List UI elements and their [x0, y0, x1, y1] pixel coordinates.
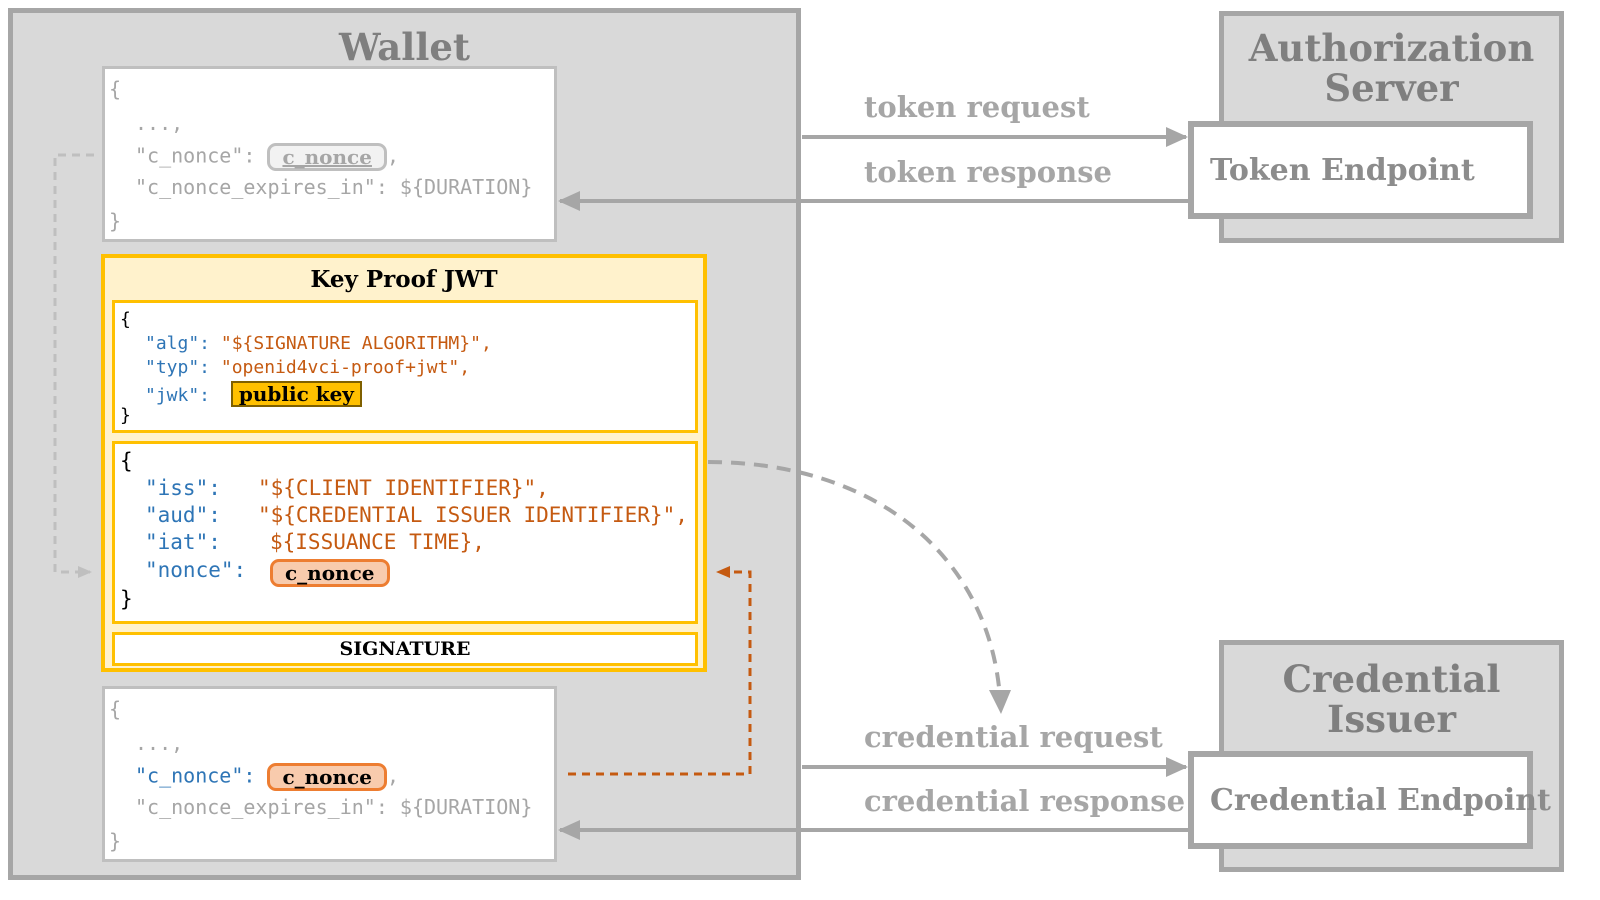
jwt-nonce-key: "nonce":	[145, 558, 247, 582]
jwt-iat-key: "iat":	[145, 530, 221, 554]
token-json-ellipsis: ...,	[135, 111, 184, 135]
token-json-close: }	[109, 209, 122, 233]
jwt-aud-value: "${CREDENTIAL ISSUER IDENTIFIER}",	[258, 503, 688, 527]
jwt-header-jwk-row: "jwk": public key	[145, 381, 362, 407]
jwt-signature-label: SIGNATURE	[339, 638, 471, 660]
token-response-label: token response	[864, 155, 1113, 189]
proof-to-request-connector	[707, 460, 1002, 699]
jwt-iat-value: ${ISSUANCE TIME},	[270, 530, 485, 554]
wallet-title: Wallet	[338, 25, 471, 69]
jwt-header-alg-row: "alg": "${SIGNATURE ALGORITHM}",	[145, 333, 492, 354]
jwt-payload-box: { "iss": "${CLIENT IDENTIFIER}", "aud": …	[112, 441, 698, 624]
token-json-expires: "c_nonce_expires_in": ${DURATION}	[135, 175, 533, 199]
jwt-typ-value: "openid4vci-proof+jwt",	[220, 357, 471, 378]
credential-issuer-title-line2: Issuer	[1327, 697, 1456, 741]
authorization-server-title-line1: Authorization	[1248, 26, 1535, 70]
token-json-open: {	[109, 77, 122, 101]
jwt-nonce-value: c_nonce	[270, 559, 390, 587]
credential-json-open: {	[109, 697, 122, 721]
credential-json-ellipsis: ...,	[135, 731, 184, 755]
credential-json-nonce-key: "c_nonce":	[135, 763, 268, 788]
jwt-payload-open: {	[120, 449, 133, 473]
credential-json-nonce-value: c_nonce	[267, 763, 387, 791]
jwt-header-typ-row: "typ": "openid4vci-proof+jwt",	[145, 357, 470, 378]
jwt-header-box: { "alg": "${SIGNATURE ALGORITHM}", "typ"…	[112, 300, 698, 433]
jwt-payload-close: }	[120, 587, 133, 611]
credential-endpoint: Credential Endpoint	[1188, 751, 1551, 849]
credential-response-json-box: { ..., "c_nonce": c_nonce, "c_nonce_expi…	[102, 686, 557, 862]
token-response-json-box: { ..., "c_nonce": c_nonce, "c_nonce_expi…	[102, 66, 557, 242]
authorization-server-title-line2: Server	[1324, 66, 1459, 110]
jwt-typ-key: "typ":	[145, 357, 221, 378]
credential-json-nonce-row: "c_nonce": c_nonce,	[135, 763, 399, 791]
credential-json-close: }	[109, 829, 122, 853]
proof-to-request-arrowhead	[989, 690, 1011, 714]
nonce-copy-connector	[53, 153, 94, 578]
jwt-header-open: {	[120, 309, 131, 330]
jwt-iss-value: "${CLIENT IDENTIFIER}",	[258, 476, 549, 500]
token-json-nonce-row: "c_nonce": c_nonce,	[135, 143, 399, 171]
credential-response-label: credential response	[864, 784, 1186, 818]
jwt-public-key: public key	[230, 381, 362, 407]
jwt-signature-box: SIGNATURE	[112, 632, 698, 666]
jwt-header-close: }	[120, 405, 131, 426]
nonce-refresh-connector	[568, 566, 752, 776]
jwt-jwk-key: "jwk":	[145, 385, 221, 406]
credential-request-label: credential request	[864, 720, 1163, 754]
token-json-nonce-value: c_nonce	[267, 143, 387, 171]
jwt-aud-key: "aud":	[145, 503, 221, 527]
key-proof-jwt: Key Proof JWT { "alg": "${SIGNATURE ALGO…	[101, 254, 707, 672]
token-request-label: token request	[864, 90, 1090, 124]
credential-issuer-title-line1: Credential	[1282, 657, 1501, 701]
credential-json-nonce-comma: ,	[386, 763, 400, 788]
jwt-alg-key: "alg":	[145, 333, 221, 354]
token-endpoint: Token Endpoint	[1188, 121, 1533, 219]
jwt-alg-value: "${SIGNATURE ALGORITHM}",	[220, 333, 492, 354]
key-proof-title: Key Proof JWT	[310, 266, 498, 293]
credential-json-expires: "c_nonce_expires_in": ${DURATION}	[135, 795, 533, 819]
token-json-nonce-key: "c_nonce":	[135, 143, 268, 168]
token-json-nonce-comma: ,	[386, 143, 400, 168]
jwt-iss-key: "iss":	[145, 476, 221, 500]
